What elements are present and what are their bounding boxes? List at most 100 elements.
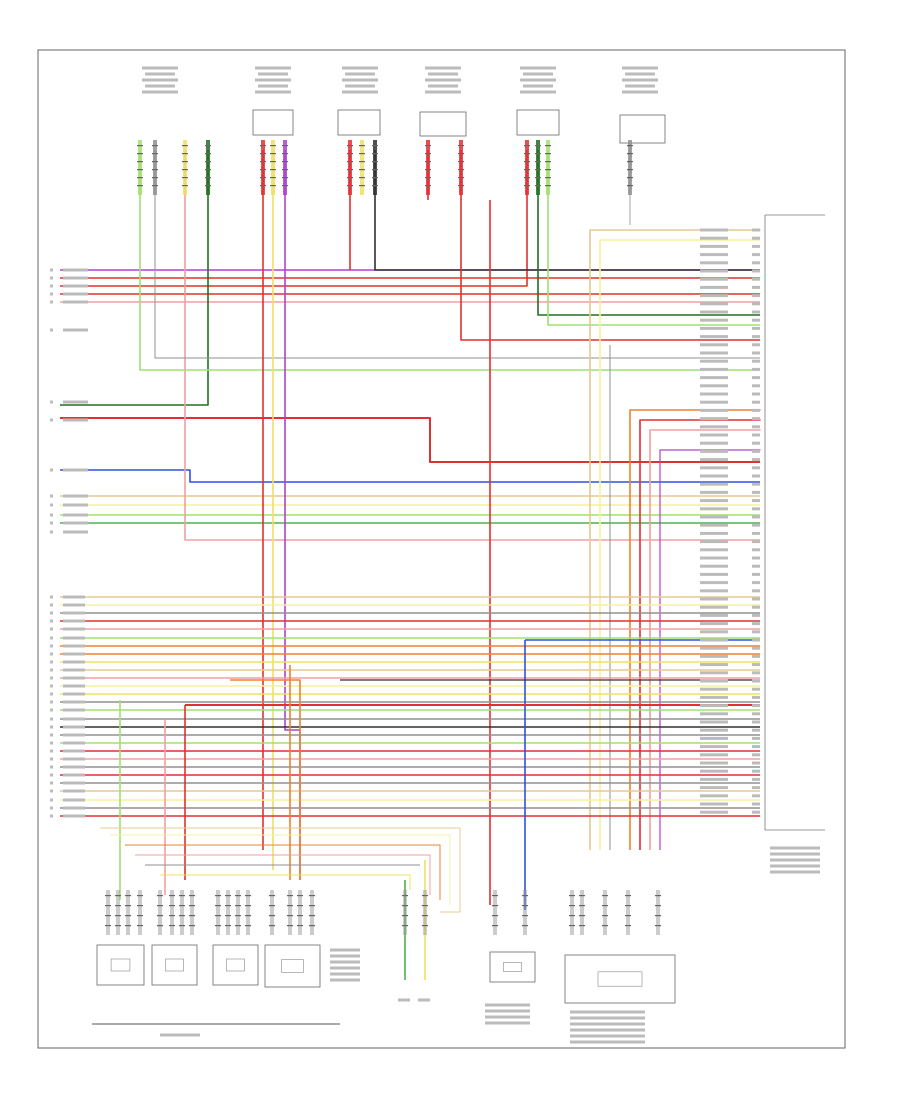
wire-label <box>752 318 760 322</box>
wire <box>460 150 760 341</box>
connector-tick <box>152 169 158 171</box>
connector-tick <box>260 153 266 155</box>
connector-tick <box>625 925 631 927</box>
wire-label <box>752 269 760 273</box>
component-3 <box>337 109 381 136</box>
wire-label <box>622 78 658 82</box>
connector-tick <box>545 185 551 187</box>
connector-tick <box>579 905 585 907</box>
wire-label <box>752 564 760 568</box>
wire-label <box>700 384 728 388</box>
wire-label <box>520 66 556 70</box>
wire-label <box>700 794 728 798</box>
connector-tick <box>524 177 530 179</box>
connector-tick <box>115 895 121 897</box>
connector-tick <box>182 145 188 147</box>
wire-label <box>50 660 53 664</box>
wire-label <box>752 687 760 691</box>
wire-label <box>752 646 760 650</box>
connector-tick <box>205 169 211 171</box>
connector-tick <box>182 177 188 179</box>
wire-label <box>752 285 760 289</box>
component-layer <box>96 109 676 1004</box>
wire-label <box>700 433 728 437</box>
wire-label <box>770 870 820 874</box>
right-module-outline <box>764 214 825 831</box>
wire <box>374 150 760 271</box>
bottom-component-4 <box>264 944 321 988</box>
connector-tick <box>137 169 143 171</box>
wire-label <box>700 294 728 298</box>
wire <box>230 679 301 880</box>
connector-stub <box>298 890 302 935</box>
wire-label <box>63 611 85 615</box>
connector-tick <box>625 895 631 897</box>
wire-label <box>700 318 728 322</box>
wire-label <box>752 236 760 240</box>
component-symbol <box>281 959 304 973</box>
wire-label <box>330 972 360 976</box>
wire-label <box>752 769 760 773</box>
wire-label <box>63 494 88 498</box>
wire-label <box>700 482 728 486</box>
wire-label <box>700 359 728 363</box>
wire-label <box>50 733 53 737</box>
component-5 <box>516 109 560 136</box>
wire-label <box>752 507 760 511</box>
connector-tick <box>359 169 365 171</box>
connector-tick <box>182 153 188 155</box>
connector-tick <box>189 915 195 917</box>
connector-tick <box>602 905 608 907</box>
wire-label <box>752 449 760 453</box>
connector-stub <box>116 890 120 935</box>
connector-tick <box>287 905 293 907</box>
wire-label <box>752 794 760 798</box>
connector-tick <box>169 915 175 917</box>
connector-tick <box>137 915 143 917</box>
connector-tick <box>402 915 408 917</box>
wire-label <box>752 277 760 281</box>
connector-tick <box>458 145 464 147</box>
wire <box>629 409 761 850</box>
connector-tick <box>359 145 365 147</box>
wire-label <box>63 798 85 802</box>
wire-label <box>752 745 760 749</box>
wire-label <box>63 733 85 737</box>
connector-tick <box>359 177 365 179</box>
wire-label <box>700 646 728 650</box>
connector-tick <box>458 161 464 163</box>
wire-label <box>330 978 360 982</box>
wire-label <box>485 1021 530 1025</box>
wire-label <box>63 741 85 745</box>
wire-label <box>700 425 728 429</box>
wire-label <box>700 786 728 790</box>
wire-label <box>752 761 760 765</box>
bottom-component-6 <box>564 954 676 1004</box>
wire-label <box>752 482 760 486</box>
connector-tick <box>655 915 661 917</box>
page-frame <box>37 49 846 1049</box>
wire-label <box>50 765 53 769</box>
connector-tick <box>422 895 428 897</box>
connector-tick <box>189 905 195 907</box>
wire-label <box>752 663 760 667</box>
connector-tick <box>359 161 365 163</box>
connector-tick <box>458 169 464 171</box>
wire-label <box>63 700 85 704</box>
wire-label <box>700 351 728 355</box>
connector-tick <box>425 145 431 147</box>
connector-tick <box>235 915 241 917</box>
wire-label <box>752 367 760 371</box>
wire-label <box>752 605 760 609</box>
wire-label <box>428 72 458 76</box>
connector-tick <box>270 177 276 179</box>
wire-label <box>63 692 85 696</box>
wire-label <box>330 960 360 964</box>
connector-tick <box>627 153 633 155</box>
wire-label <box>752 695 760 699</box>
wire-label <box>700 515 728 519</box>
wire-label <box>50 611 53 615</box>
connector-stub <box>348 140 352 195</box>
wire-label <box>63 708 85 712</box>
connector-tick <box>287 925 293 927</box>
